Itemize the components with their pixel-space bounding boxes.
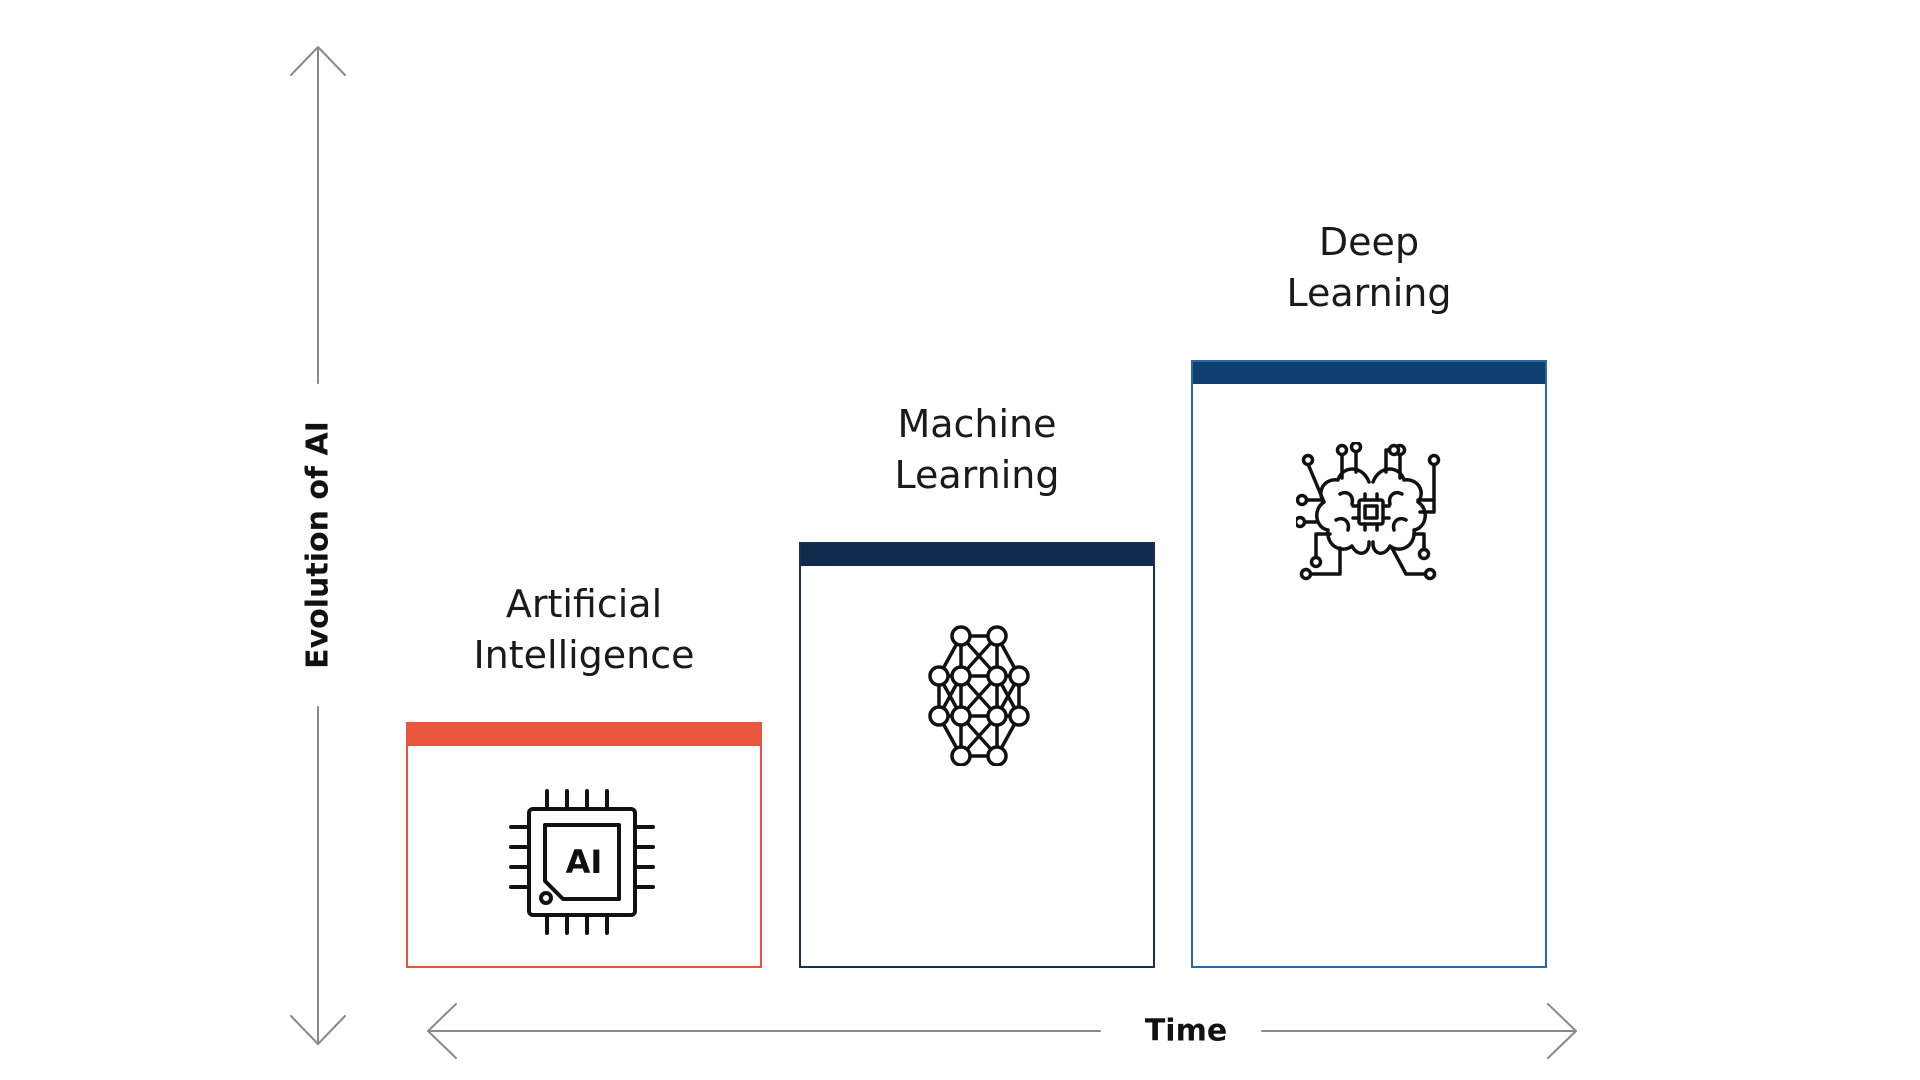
ai-chip-text: AI: [566, 843, 603, 881]
y-axis-label: Evolution of AI: [300, 421, 336, 669]
step-title-deep-learning: Deep Learning: [1191, 217, 1547, 319]
step-box-deep-learning: [1191, 360, 1547, 968]
step-title-line1: Artificial: [505, 582, 663, 626]
step-title-line2: Learning: [894, 453, 1060, 497]
step-bar: [408, 724, 760, 746]
neural-network-icon: [928, 625, 1030, 766]
x-axis-label: Time: [1144, 1013, 1228, 1049]
step-title-line1: Deep: [1318, 220, 1420, 264]
step-box-artificial-intelligence: AI: [406, 722, 762, 968]
step-title-line2: Learning: [1286, 271, 1452, 315]
step-title-line1: Machine: [897, 402, 1057, 446]
brain-circuit-icon: [1296, 442, 1441, 581]
ai-chip-icon: AI: [509, 789, 655, 935]
step-box-machine-learning: [799, 542, 1155, 968]
step-title-artificial-intelligence: Artificial Intelligence: [406, 579, 762, 681]
x-axis-arrow: [427, 1003, 1577, 1059]
y-axis-arrow: [290, 46, 346, 1045]
step-bar: [801, 544, 1153, 566]
step-bar: [1193, 362, 1545, 384]
step-title-machine-learning: Machine Learning: [799, 399, 1155, 501]
step-title-line2: Intelligence: [473, 633, 695, 677]
